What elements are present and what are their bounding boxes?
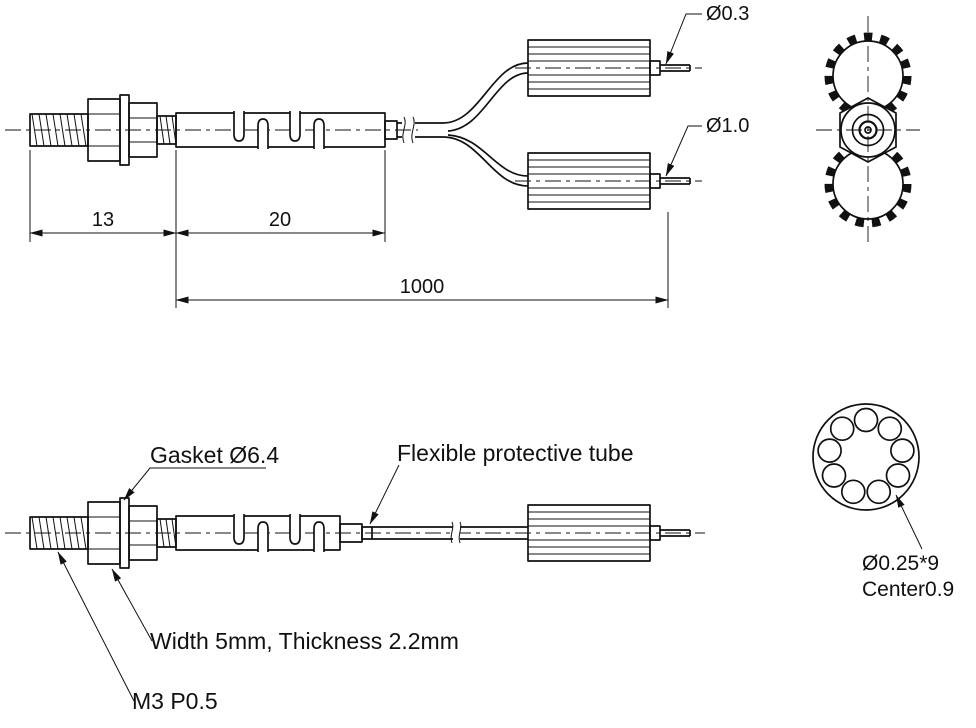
gasket-label: Gasket Ø6.4 xyxy=(150,442,279,468)
leader-nut-spec xyxy=(111,568,153,642)
cable-y-split xyxy=(442,62,529,187)
protective-tube xyxy=(372,521,528,544)
end-view-threaded xyxy=(816,16,920,246)
tube-label: Flexible protective tube xyxy=(397,440,634,466)
dim-13-text: 13 xyxy=(92,209,114,231)
leader-dia-large xyxy=(665,125,702,177)
thread-spec-label: M3 P0.5 xyxy=(132,688,218,714)
slot xyxy=(313,118,325,149)
leader-tube xyxy=(369,464,400,525)
slot xyxy=(289,111,301,142)
fiber-tip-upper xyxy=(660,64,691,72)
neck-stub xyxy=(361,526,373,540)
callouts: Gasket Ø6.4 Flexible protective tube Wid… xyxy=(57,440,634,714)
leader-gasket xyxy=(123,467,266,501)
bundle-outer-circle xyxy=(812,403,920,511)
fiber-strand xyxy=(890,438,915,463)
cable-break xyxy=(397,116,443,144)
fiber-spec-line1: Ø0.25*9 xyxy=(862,552,939,575)
label-dia-large: Ø1.0 xyxy=(706,115,749,137)
slot xyxy=(233,111,245,142)
fiber-strand xyxy=(866,479,892,505)
slot xyxy=(233,514,245,545)
leader-fiber-spec xyxy=(895,494,923,550)
flex-tube-lower xyxy=(527,152,691,210)
leader-dia-small xyxy=(665,13,702,65)
flex-tube-block xyxy=(527,504,691,562)
end-view-centerlines xyxy=(816,16,920,246)
fiber-tip-lower xyxy=(660,177,691,185)
sensor-body xyxy=(175,514,373,552)
nut-spec-label: Width 5mm, Thickness 2.2mm xyxy=(150,628,459,654)
dimensions: 13 20 1000 xyxy=(29,150,669,308)
fiber-strand xyxy=(885,463,911,488)
fiber-strand xyxy=(829,416,855,442)
fiber-strand xyxy=(817,438,842,463)
fiber-strand xyxy=(877,416,903,442)
dim-1000-text: 1000 xyxy=(400,276,445,298)
top-view: Ø0.3 Ø1.0 13 20 1000 xyxy=(5,3,749,308)
slot xyxy=(313,521,325,552)
leader-thread-spec xyxy=(57,551,135,702)
end-view-fiber-bundle: Ø0.25*9 Center0.9 xyxy=(812,403,954,601)
slot xyxy=(257,118,269,149)
slot xyxy=(257,521,269,552)
dim-20-text: 20 xyxy=(269,209,291,231)
fiber-strand xyxy=(853,407,879,433)
fiber-strand xyxy=(840,479,866,505)
bottom-view: Gasket Ø6.4 Flexible protective tube Wid… xyxy=(5,440,705,714)
flex-tube-upper xyxy=(527,39,691,97)
fiber-tip xyxy=(660,529,691,537)
fiber-spec-line2: Center0.9 xyxy=(862,578,954,601)
label-dia-small: Ø0.3 xyxy=(706,3,749,25)
fiber-strand xyxy=(821,463,847,488)
slot xyxy=(289,514,301,545)
sensor-body xyxy=(175,111,398,149)
neck xyxy=(384,120,398,140)
